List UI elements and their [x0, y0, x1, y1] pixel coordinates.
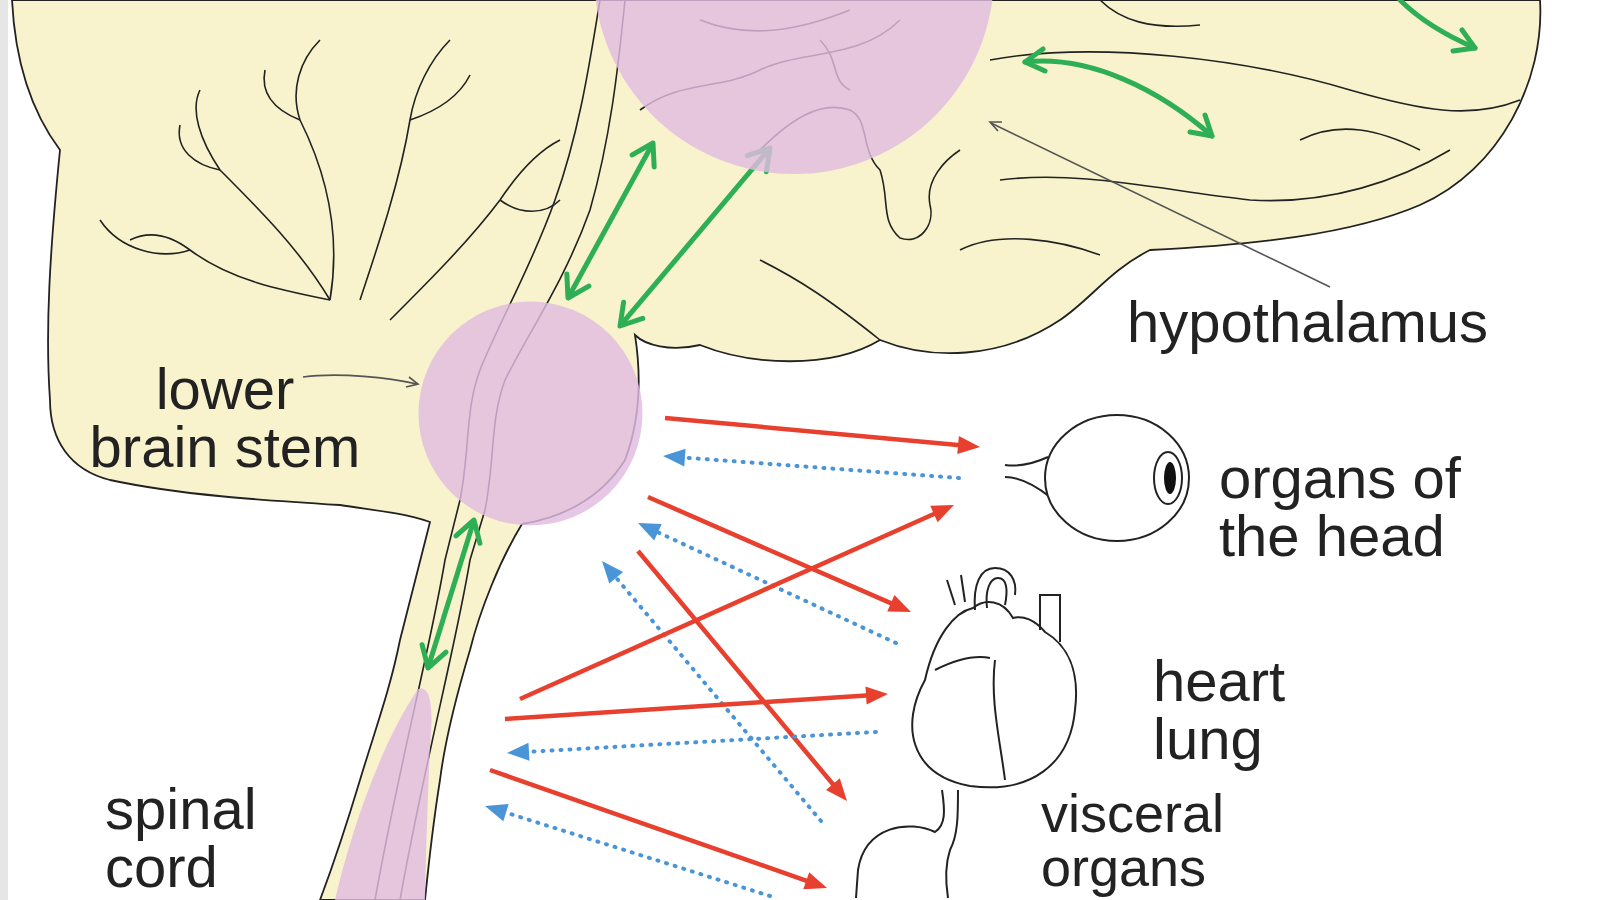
- arrow-head: [507, 743, 529, 761]
- afferent-arrow: [638, 523, 896, 643]
- eye-organ: organs of the head: [1000, 405, 1490, 555]
- arrow-head: [638, 523, 662, 540]
- connector-line: [638, 551, 838, 790]
- efferent-arrow: [520, 505, 954, 699]
- arrow-head: [632, 143, 654, 167]
- arrow-head: [865, 686, 888, 704]
- efferent-arrow: [505, 686, 888, 719]
- pathway-arrow: [620, 148, 770, 326]
- efferent-arrow: [665, 418, 980, 454]
- connector-line: [569, 145, 652, 296]
- connector-line: [520, 511, 941, 699]
- arrow-head: [803, 872, 827, 889]
- connector-line: [665, 418, 966, 446]
- spinal-cord-region: spinal cord: [330, 685, 440, 900]
- edge-strip: [0, 0, 8, 900]
- arrow-head: [930, 505, 954, 522]
- node-label: hypothalamus: [1127, 293, 1547, 351]
- node-label: heart lung: [1153, 652, 1353, 768]
- efferent-arrow: [648, 497, 911, 612]
- afferent-arrow: [485, 804, 770, 896]
- connector-line: [429, 522, 474, 666]
- efferent-arrow: [490, 770, 827, 889]
- connector-line: [648, 497, 898, 606]
- arrow-head: [422, 645, 446, 668]
- node-label: organs of the head: [1219, 449, 1509, 565]
- arrow-head: [663, 449, 686, 467]
- arrow-head: [887, 595, 911, 612]
- efferent-arrow: [638, 551, 847, 801]
- afferent-arrow: [507, 732, 876, 761]
- heart-organ: heart lung: [895, 560, 1315, 790]
- arrow-head: [567, 274, 589, 298]
- node-shape: [593, 0, 995, 174]
- arrow-head: [620, 302, 643, 326]
- pathway-arrow: [567, 143, 654, 298]
- node-label: visceral organs: [1041, 786, 1301, 894]
- arrow-head: [957, 436, 980, 454]
- hypothalamus-region: hypothalamus: [593, 0, 995, 174]
- arrow-head: [602, 561, 623, 584]
- node-shape: [330, 685, 440, 900]
- afferent-arrow: [663, 449, 959, 478]
- node-label: spinal cord: [105, 780, 305, 896]
- node-label: lower brain stem: [86, 360, 364, 476]
- connector-line: [621, 150, 768, 325]
- node-shape: [418, 301, 643, 526]
- pathway-arrow: [422, 520, 480, 668]
- afferent-arrow: [602, 561, 821, 821]
- connector-line: [498, 810, 770, 896]
- arrow-head: [826, 778, 847, 801]
- connector-line: [505, 695, 874, 719]
- arrow-head: [456, 520, 480, 543]
- connector-line: [490, 770, 814, 883]
- arrow-head: [485, 804, 509, 821]
- stomach-organ: visceral organs: [850, 790, 1270, 898]
- brainstem-region: lower brain stem: [418, 301, 643, 526]
- connector-line: [521, 732, 876, 752]
- cortex-arrows: [1025, 0, 1475, 136]
- cerebellum-folds: [100, 40, 560, 320]
- connector-line: [677, 457, 959, 478]
